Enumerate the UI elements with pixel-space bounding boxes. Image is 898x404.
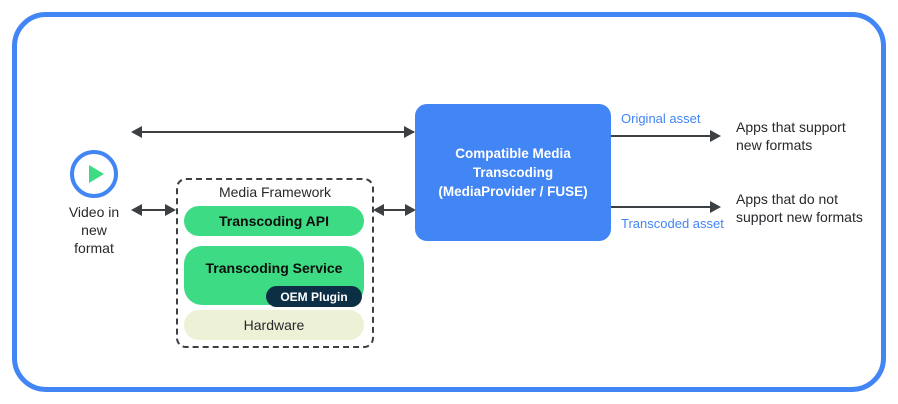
apps-no-support-new-formats-line1: Apps that do not xyxy=(736,191,838,207)
compatible-media-transcoding-box[interactable]: Compatible Media Transcoding (MediaProvi… xyxy=(415,104,611,241)
apps-support-new-formats-line2: new formats xyxy=(736,137,813,153)
arrow-video-to-framework-line xyxy=(142,209,168,211)
oem-plugin-badge[interactable]: OEM Plugin xyxy=(266,286,362,307)
video-source-label-line2: new xyxy=(81,222,107,238)
stack-item-transcoding-api-label: Transcoding API xyxy=(219,213,329,229)
apps-no-support-new-formats-line2: support new formats xyxy=(736,209,863,225)
oem-plugin-badge-label: OEM Plugin xyxy=(280,289,348,304)
transcoded-asset-label: Transcoded asset xyxy=(621,216,724,231)
apps-support-new-formats-label: Apps that support new formats xyxy=(736,118,846,154)
arrow-framework-to-cmt-head-right xyxy=(405,204,416,216)
media-framework-title: Media Framework xyxy=(218,184,332,200)
play-circle-icon xyxy=(70,150,118,198)
stack-item-transcoding-api[interactable]: Transcoding API xyxy=(184,206,364,236)
arrow-video-to-cmt-head-left xyxy=(131,126,142,138)
stack-item-hardware[interactable]: Hardware xyxy=(184,310,364,340)
video-source-label-line1: Video in xyxy=(68,204,120,220)
video-source-label-line3: format xyxy=(74,240,114,256)
apps-support-new-formats-line1: Apps that support xyxy=(736,119,846,135)
arrow-video-to-cmt-head-right xyxy=(404,126,415,138)
apps-no-support-new-formats-label: Apps that do not support new formats xyxy=(736,190,863,226)
video-source-label: Video in new format xyxy=(44,203,144,257)
arrow-transcoded-asset-head xyxy=(710,201,721,213)
cmt-line3: (MediaProvider / FUSE) xyxy=(438,184,588,199)
play-triangle-icon xyxy=(89,165,104,183)
arrow-video-to-cmt-line xyxy=(142,131,414,133)
compatible-media-transcoding-text: Compatible Media Transcoding (MediaProvi… xyxy=(438,144,587,201)
arrow-framework-to-cmt-line xyxy=(383,209,409,211)
stack-item-hardware-label: Hardware xyxy=(243,317,305,333)
stack-item-transcoding-service-label: Transcoding Service xyxy=(205,260,343,276)
cmt-line1: Compatible Media xyxy=(455,146,571,161)
arrow-framework-to-cmt-head-left xyxy=(373,204,384,216)
arrow-video-to-framework-head-left xyxy=(131,204,142,216)
original-asset-label: Original asset xyxy=(621,111,701,126)
arrow-transcoded-asset-line xyxy=(611,206,713,208)
arrow-original-asset-line xyxy=(611,135,713,137)
cmt-line2: Transcoding xyxy=(472,165,554,180)
arrow-video-to-framework-head-right xyxy=(165,204,176,216)
arrow-original-asset-head xyxy=(710,130,721,142)
